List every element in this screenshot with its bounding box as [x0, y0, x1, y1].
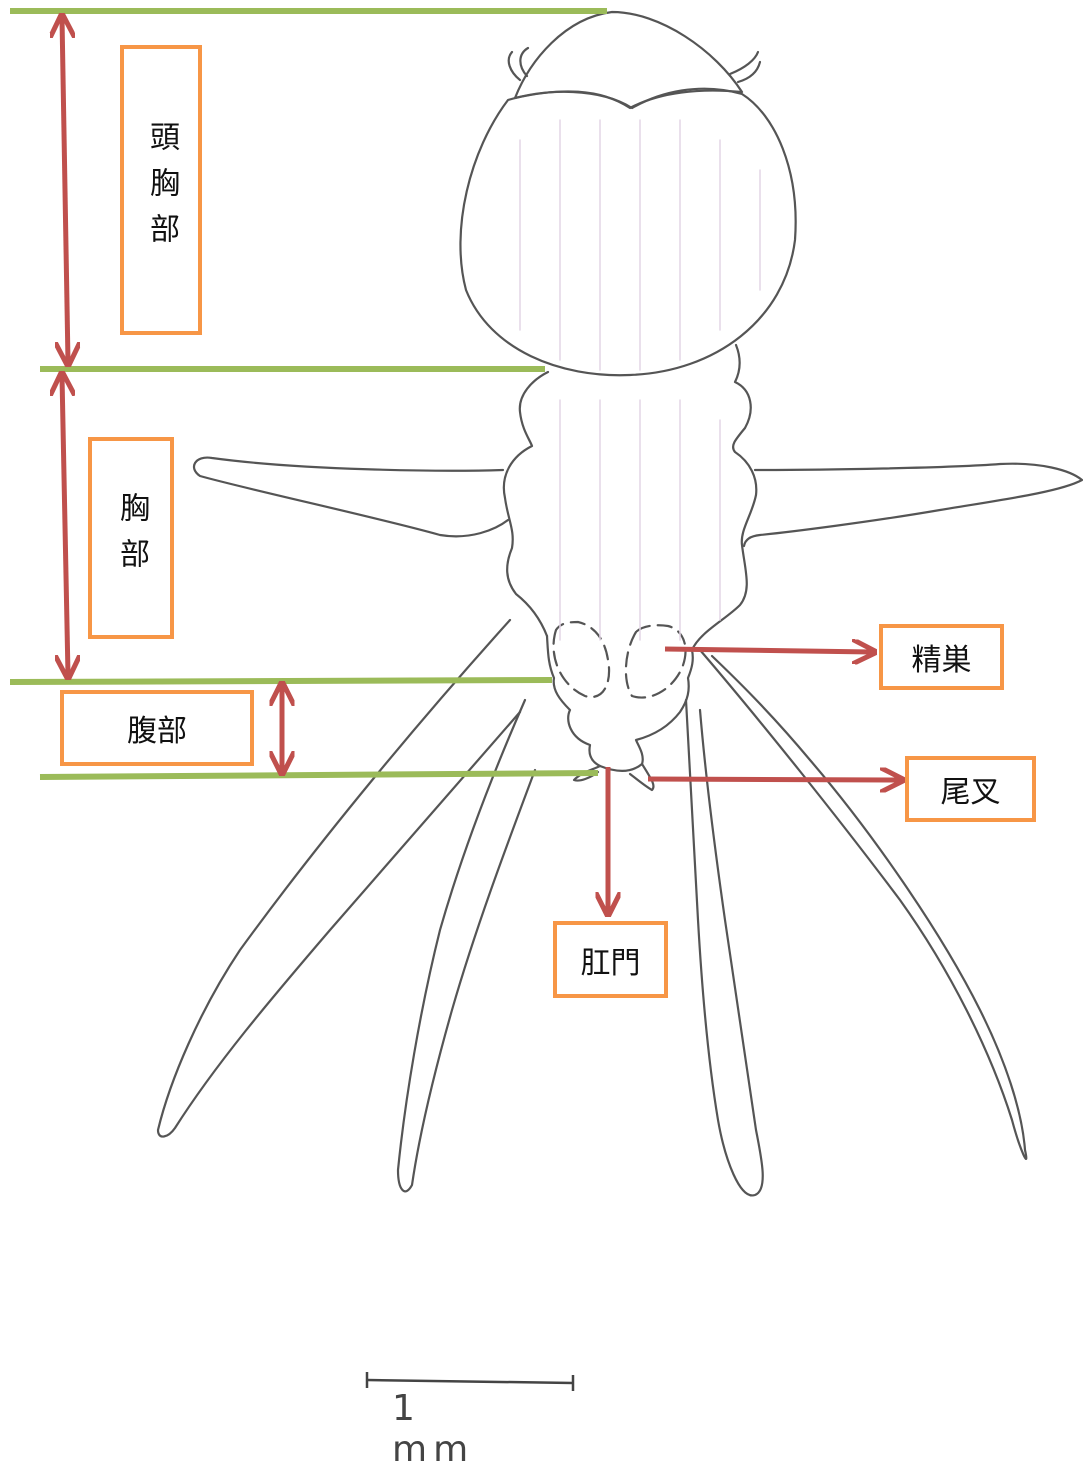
abdomen-outline: [547, 636, 693, 771]
boundary-abdomen-bottom: [40, 773, 598, 777]
appendage-right: [744, 464, 1082, 546]
label-abdomen: 腹部: [60, 690, 254, 766]
thorax-outline-left: [504, 372, 548, 636]
label-anus-text: 肛門: [581, 938, 641, 982]
cephalothorax-outline: [460, 89, 795, 376]
label-cephalothorax: 頭胸部: [120, 45, 202, 335]
boundary-lines: [10, 11, 607, 777]
head-crest: [515, 12, 742, 108]
copepod-sketch: [158, 12, 1082, 1195]
arrow-thorax-span: [62, 376, 68, 675]
antennule-left: [509, 48, 528, 80]
antennule-right: [730, 52, 760, 82]
label-furca-text: 尾叉: [941, 767, 1001, 811]
scale-bar-label: 1 mm: [392, 1388, 512, 1470]
label-testis: 精巣: [879, 624, 1004, 690]
arrow-testis: [665, 649, 872, 652]
label-anus: 肛門: [553, 921, 668, 998]
arrow-cephalothorax-span: [62, 18, 68, 362]
seta-3: [686, 700, 763, 1195]
scale-bar-line: [367, 1380, 573, 1383]
testis-right: [626, 625, 686, 697]
appendage-left: [194, 458, 508, 537]
shading-thorax: [560, 400, 720, 640]
label-furca: 尾叉: [905, 756, 1036, 822]
label-abdomen-text: 腹部: [127, 706, 187, 750]
boundary-thorax-abdomen: [10, 680, 552, 682]
label-thorax-text: 胸部: [107, 492, 155, 584]
label-testis-text: 精巣: [912, 635, 972, 679]
label-cephalothorax-text: 頭胸部: [137, 121, 185, 259]
label-thorax: 胸部: [88, 437, 174, 639]
thorax-outline-right: [692, 345, 756, 650]
shading-cephalothorax: [520, 120, 760, 370]
arrow-furca: [648, 779, 900, 780]
